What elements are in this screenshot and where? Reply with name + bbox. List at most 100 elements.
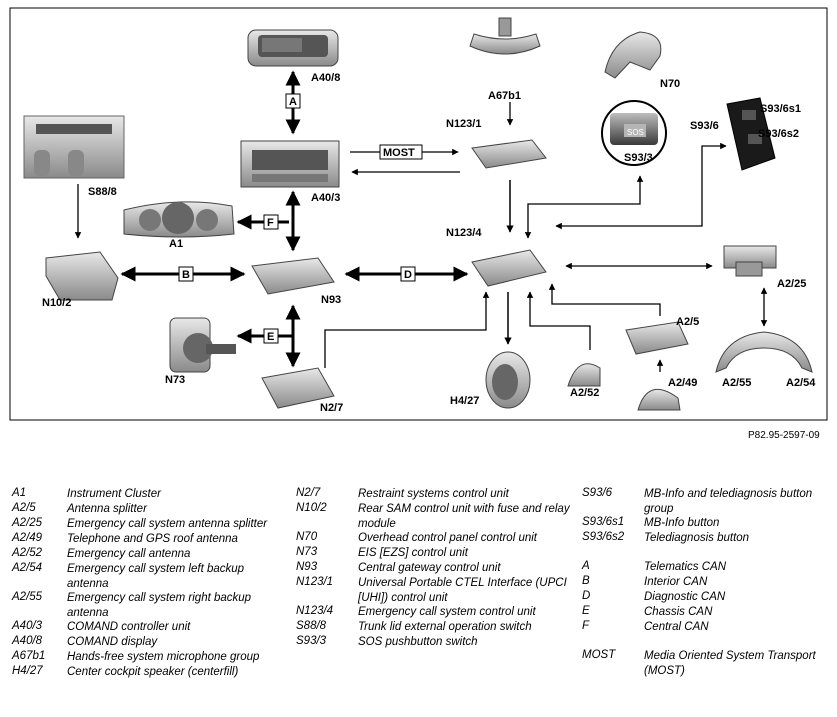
label-n70: N70 xyxy=(660,78,680,90)
legend-description: MB-Info and telediagnosis button group xyxy=(644,488,813,515)
legend-code: S88/8 xyxy=(296,620,327,632)
label-n93: N93 xyxy=(321,294,341,306)
legend-description: Telephone and GPS roof antenna xyxy=(67,533,238,545)
component-n70-overhead-panel xyxy=(604,31,662,79)
legend-description: Telediagnosis button xyxy=(644,532,750,544)
label-s93-3: S93/3 xyxy=(624,152,653,164)
legend-description: Chassis CAN xyxy=(644,606,713,618)
bus-f-label: F xyxy=(267,217,274,229)
legend-description: Emergency call system antenna splitter xyxy=(67,518,268,530)
legend-code: N73 xyxy=(296,546,318,558)
legend-item: A2/5 Antenna splitter xyxy=(12,502,282,517)
legend-code: F xyxy=(582,620,590,632)
legend-item: N10/2 Rear SAM control unit with fuse and… xyxy=(296,502,571,531)
legend-item: A Telematics CAN xyxy=(582,560,832,575)
legend-code: A2/52 xyxy=(12,547,43,559)
legend-description: Center cockpit speaker (centerfill) xyxy=(67,666,239,678)
component-a2-25-antenna-splitter xyxy=(723,245,777,277)
figure-reference: P82.95-2597-09 xyxy=(748,430,820,441)
bus-a-label: A xyxy=(289,96,297,108)
legend-description: Universal Portable CTEL Interface (UPCI … xyxy=(358,577,567,604)
label-a2-55: A2/55 xyxy=(722,377,751,389)
legend-description: Emergency call antenna xyxy=(67,548,191,560)
label-a2-54: A2/54 xyxy=(786,377,816,389)
label-s93-6: S93/6 xyxy=(690,120,719,132)
legend-code: A2/25 xyxy=(12,517,43,529)
legend-description: Instrument Cluster xyxy=(67,488,161,500)
label-s93-6s2: S93/6s2 xyxy=(758,128,799,140)
legend-code: N10/2 xyxy=(296,502,327,514)
component-n123-4-emergency-unit xyxy=(471,249,547,287)
legend-description: Emergency call system left backup antenn… xyxy=(67,563,245,590)
legend-code: A2/5 xyxy=(12,502,36,514)
legend-code: S93/6s2 xyxy=(582,531,625,543)
legend-code: N123/1 xyxy=(296,576,334,588)
legend-code: A40/3 xyxy=(12,620,43,632)
component-h4-27-speaker xyxy=(485,351,531,409)
legend-code: A xyxy=(582,560,590,572)
wiring-diagram: A MOST F B D E A40/8 A67b1 N70 N123/1 S9… xyxy=(9,7,828,421)
component-a40-3-comand-unit xyxy=(240,140,340,188)
legend-description: Telematics CAN xyxy=(644,561,727,573)
legend-code: A40/8 xyxy=(12,635,43,647)
legend-description: Emergency call system control unit xyxy=(358,606,536,618)
legend-description: COMAND controller unit xyxy=(67,621,191,633)
legend-description: Media Oriented System Transport (MOST) xyxy=(644,650,816,677)
label-s88-8: S88/8 xyxy=(88,186,117,198)
component-s88-8-switch xyxy=(23,115,125,179)
label-a40-8: A40/8 xyxy=(311,72,340,84)
legend-code: D xyxy=(582,590,591,602)
component-n73-eis-unit xyxy=(169,317,236,373)
legend-description: Overhead control panel control unit xyxy=(358,532,537,544)
label-a2-5: A2/5 xyxy=(676,316,699,328)
label-a2-25: A2/25 xyxy=(777,278,806,290)
legend-description: Central gateway control unit xyxy=(358,562,501,574)
legend-item: A2/52 Emergency call antenna xyxy=(12,547,282,562)
component-a40-8-display xyxy=(247,29,339,67)
bus-e-label: E xyxy=(267,331,274,343)
legend-description: Antenna splitter xyxy=(67,503,147,515)
label-a67b1: A67b1 xyxy=(488,90,521,102)
legend-description: Hands-free system microphone group xyxy=(67,651,260,663)
label-a1: A1 xyxy=(169,238,183,250)
legend-code: MOST xyxy=(582,649,616,661)
component-a2-5-antenna-splitter xyxy=(625,321,689,355)
label-a2-52: A2/52 xyxy=(570,387,599,399)
legend-description: Central CAN xyxy=(644,621,709,633)
a2-52-to-n123-4-line xyxy=(526,291,591,350)
n2-7-to-n123-4-line xyxy=(324,291,490,368)
legend-code: B xyxy=(582,575,590,587)
label-a2-49: A2/49 xyxy=(668,377,697,389)
component-n10-2-rear-sam xyxy=(45,251,119,301)
component-n123-1-upci-unit xyxy=(471,139,547,169)
legend-item: MOST Media Oriented System Transport (MOS… xyxy=(582,649,832,678)
label-n123-1: N123/1 xyxy=(446,118,481,130)
label-n10-2: N10/2 xyxy=(42,297,71,309)
legend-description: Restraint systems control unit xyxy=(358,488,509,500)
component-n93-gateway xyxy=(251,257,335,295)
component-a2-52-antenna xyxy=(567,363,601,387)
legend-description: Rear SAM control unit with fuse and rela… xyxy=(358,503,570,530)
bus-b-label: B xyxy=(182,269,190,281)
legend-description: EIS [EZS] control unit xyxy=(358,547,468,559)
legend-description: Interior CAN xyxy=(644,576,708,588)
legend-code: A2/55 xyxy=(12,591,43,603)
component-n2-7-restraint-unit xyxy=(261,367,335,409)
component-a1-instrument-cluster xyxy=(123,201,235,238)
legend-item: N123/1 Universal Portable CTEL Interface … xyxy=(296,576,571,605)
component-a67b1-microphone xyxy=(469,17,541,55)
